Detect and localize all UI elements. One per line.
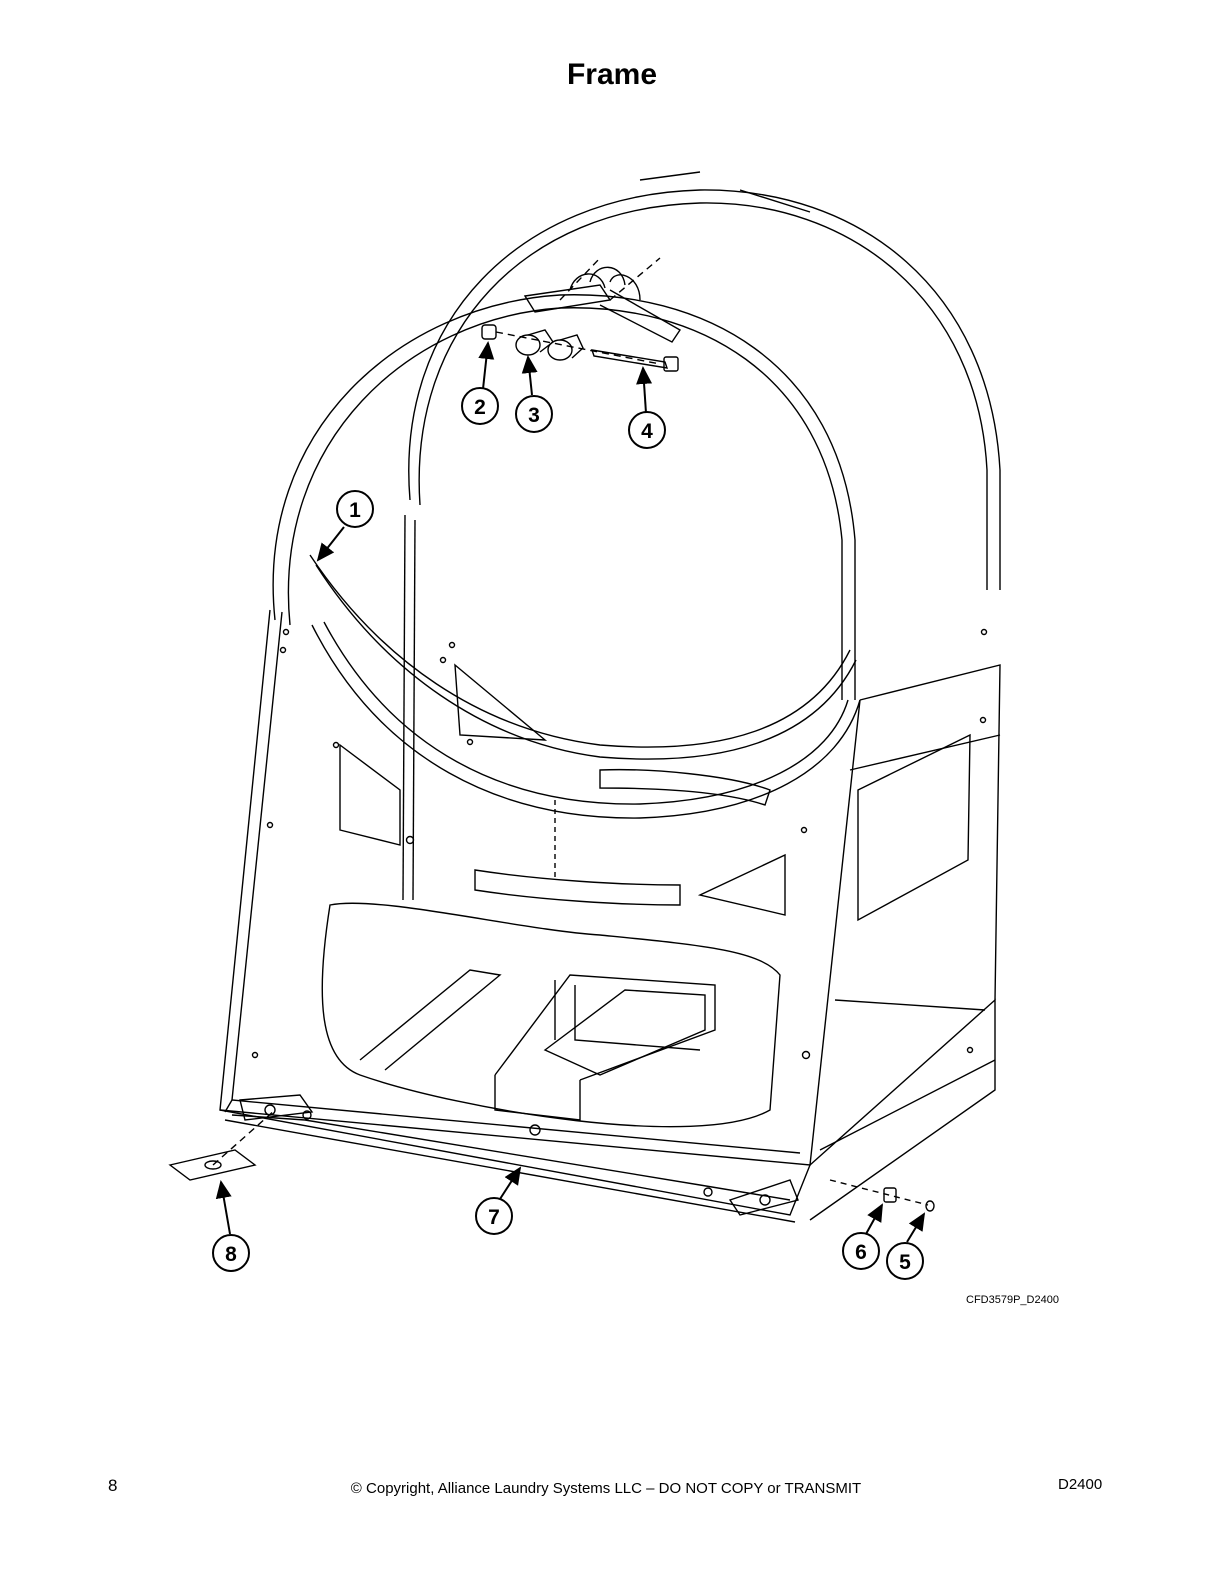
cross-rail xyxy=(231,1094,799,1216)
svg-text:3: 3 xyxy=(528,404,540,427)
rear-ring xyxy=(408,171,1001,590)
svg-text:2: 2 xyxy=(474,396,486,419)
callout-4: 4 xyxy=(628,411,666,449)
foot-plate xyxy=(168,1109,276,1181)
figure-id: CFD3579P_D2400 xyxy=(966,1294,1059,1306)
svg-text:6: 6 xyxy=(855,1241,867,1264)
top-bracket xyxy=(523,266,681,343)
page-number: 8 xyxy=(108,1476,118,1495)
svg-text:7: 7 xyxy=(488,1206,500,1229)
svg-text:5: 5 xyxy=(899,1251,911,1274)
callout-8: 8 xyxy=(212,1234,250,1272)
internal-subframe xyxy=(359,800,716,1121)
front-ring xyxy=(272,294,861,819)
svg-text:8: 8 xyxy=(225,1243,237,1266)
top-hardware xyxy=(481,257,679,372)
page-title: Frame xyxy=(566,58,658,91)
panel-cutouts xyxy=(321,663,786,1128)
callout-7: 7 xyxy=(475,1197,513,1235)
callout-3: 3 xyxy=(515,395,553,433)
mounting-holes xyxy=(251,628,988,1206)
callout-1: 1 xyxy=(336,490,374,528)
right-side-panel xyxy=(809,664,1001,1221)
document-code: D2400 xyxy=(1058,1476,1103,1493)
callouts: 1 2 3 4 5 6 7 8 xyxy=(212,387,924,1280)
callout-5: 5 xyxy=(886,1242,924,1280)
svg-text:4: 4 xyxy=(641,420,653,443)
front-panel xyxy=(219,514,861,1223)
callout-2: 2 xyxy=(461,387,499,425)
callout-6: 6 xyxy=(842,1232,880,1270)
svg-text:1: 1 xyxy=(349,499,361,522)
bushing-and-screw xyxy=(829,1179,935,1212)
copyright-notice: © Copyright, Alliance Laundry Systems LL… xyxy=(350,1480,862,1497)
leader-lines xyxy=(215,341,926,1243)
